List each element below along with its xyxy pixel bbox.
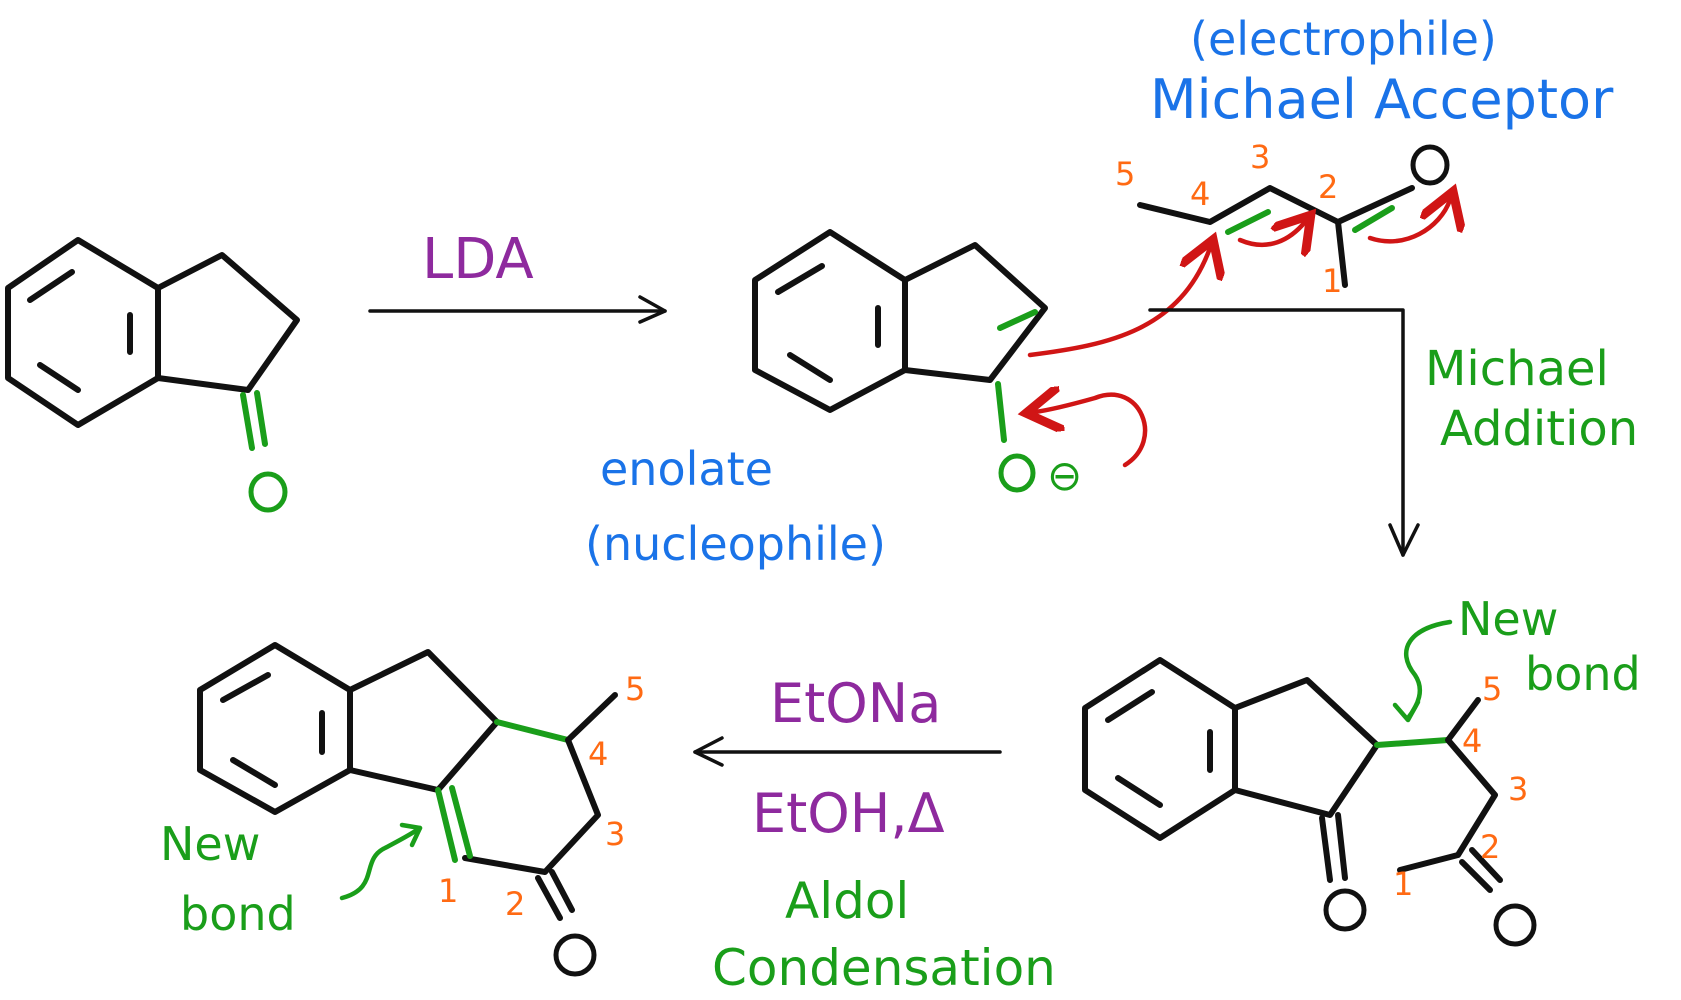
new-label: New: [1458, 592, 1558, 646]
carbon-number-3: 3: [1250, 138, 1270, 176]
carbon-number-2: 2: [505, 885, 525, 923]
carbon-number-3: 3: [1508, 770, 1528, 808]
carbon-number-4: 4: [588, 735, 608, 773]
oxygen-atom: [553, 933, 597, 977]
aldol-condensation-arrow: EtONa EtOH,Δ Aldol Condensation: [693, 672, 1056, 997]
michael-adduct-molecule: 5 4 3 2 1 New bond: [1082, 592, 1641, 947]
electrophile-label: (electrophile): [1190, 12, 1497, 66]
carbon-number-4: 4: [1462, 722, 1482, 760]
bond-label: bond: [1525, 647, 1641, 701]
reagent-lda: LDA: [422, 227, 534, 292]
bond-label: bond: [180, 887, 296, 941]
enolate-label: enolate: [600, 442, 773, 496]
michael-acceptor-label: Michael Acceptor: [1150, 68, 1614, 131]
nucleophile-label: (nucleophile): [585, 517, 886, 571]
carbon-number-2: 2: [1318, 168, 1338, 206]
reagent-etona: EtONa: [770, 672, 941, 735]
oxygen-atom: [1323, 888, 1367, 932]
oxygen-atom: [1493, 903, 1537, 947]
carbon-number-3: 3: [605, 815, 625, 853]
condensation-label: Condensation: [712, 939, 1056, 997]
carbon-number-2: 2: [1480, 828, 1500, 866]
michael-label: Michael: [1425, 341, 1609, 397]
carbon-number-5: 5: [625, 670, 645, 708]
carbon-number-1: 1: [1393, 865, 1413, 903]
reagent-etoh-heat: EtOH,Δ: [752, 782, 945, 845]
enolate-molecule: ⊖ enolate (nucleophile): [585, 229, 1210, 571]
oxygen-atom: [1410, 144, 1450, 186]
carbon-number-4: 4: [1190, 175, 1210, 213]
carbon-number-5: 5: [1482, 670, 1502, 708]
aldol-product-molecule: 5 4 3 2 1 New bond: [160, 642, 645, 977]
oxygen-atom: [248, 471, 288, 513]
carbon-number-1: 1: [1322, 262, 1342, 300]
carbon-number-5: 5: [1115, 155, 1135, 193]
new-label: New: [160, 817, 260, 871]
michael-addition-arrow: Michael Addition: [1148, 308, 1638, 557]
negative-charge: ⊖: [1047, 451, 1082, 500]
aldol-label: Aldol: [785, 872, 909, 930]
lda-arrow: LDA: [368, 227, 667, 324]
indanone-molecule: [5, 237, 300, 513]
carbon-number-1: 1: [438, 872, 458, 910]
addition-label: Addition: [1440, 401, 1638, 457]
michael-acceptor: (electrophile) Michael Acceptor 5 4 3 2 …: [1115, 12, 1614, 300]
oxygen-atom: [998, 453, 1036, 493]
